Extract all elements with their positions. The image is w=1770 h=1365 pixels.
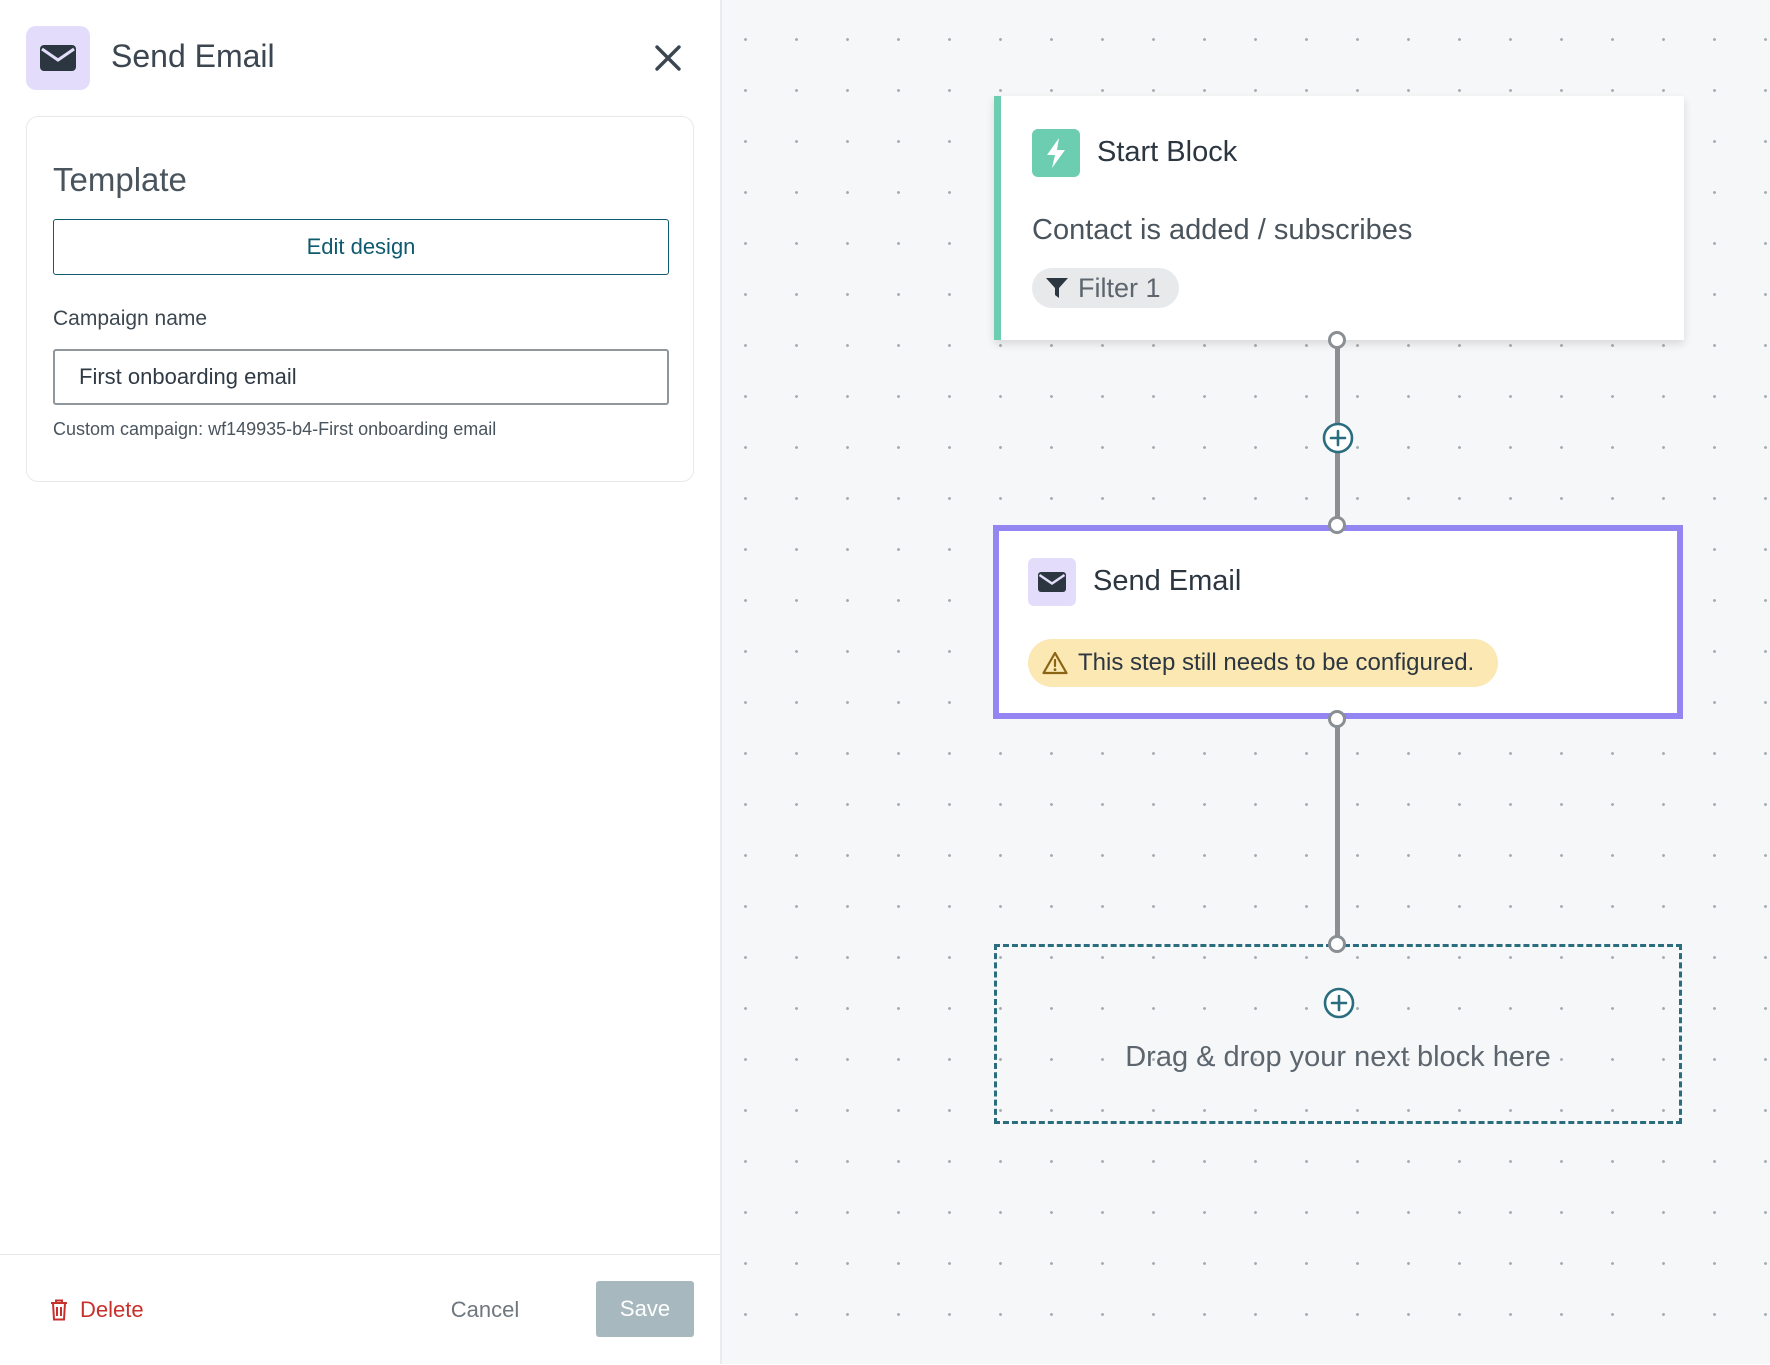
input-port[interactable] — [1328, 516, 1346, 534]
filter-icon — [1046, 278, 1068, 298]
start-block-title: Start Block — [1097, 136, 1238, 168]
trigger-description: Contact is added / subscribes — [1032, 214, 1413, 246]
template-heading: Template — [53, 161, 187, 198]
filter-label: Filter 1 — [1078, 272, 1161, 303]
output-port[interactable] — [1328, 710, 1346, 728]
send-email-block[interactable]: Send Email This step still needs to be c… — [993, 525, 1683, 719]
campaign-helper-text: Custom campaign: wf149935-b4-First onboa… — [53, 419, 497, 439]
close-button[interactable] — [642, 32, 694, 84]
warning-text: This step still needs to be configured. — [1078, 649, 1475, 676]
output-port[interactable] — [1328, 331, 1346, 349]
send-email-block-title: Send Email — [1093, 565, 1242, 597]
start-block[interactable]: Start Block Contact is added / subscribe… — [994, 96, 1684, 340]
drop-zone[interactable]: Drag & drop your next block here — [994, 944, 1682, 1124]
delete-button[interactable]: Delete — [50, 1285, 144, 1335]
template-card: Template Edit design Campaign name Custo… — [26, 116, 694, 482]
campaign-name-label: Campaign name — [53, 307, 208, 330]
cancel-button[interactable]: Cancel — [450, 1297, 520, 1322]
add-block-icon[interactable] — [1323, 987, 1355, 1019]
config-warning-badge: This step still needs to be configured. — [1028, 639, 1499, 687]
warning-icon — [1042, 651, 1068, 675]
drop-zone-text: Drag & drop your next block here — [1125, 1041, 1551, 1073]
connector-line — [1335, 719, 1340, 944]
panel-header: Send Email — [26, 26, 694, 90]
save-button[interactable]: Save — [596, 1281, 694, 1337]
close-icon[interactable] — [654, 44, 682, 72]
campaign-name-input[interactable] — [53, 349, 669, 405]
envelope-icon — [1028, 558, 1076, 606]
trash-icon — [51, 1299, 67, 1321]
envelope-icon — [26, 26, 90, 90]
delete-label: Delete — [80, 1297, 144, 1322]
lightning-icon — [1032, 129, 1080, 177]
filter-chip[interactable]: Filter 1 — [1032, 268, 1179, 308]
edit-design-button[interactable]: Edit design — [53, 219, 669, 275]
panel-footer: Delete Cancel Save — [0, 1254, 720, 1365]
panel-title: Send Email — [111, 38, 275, 74]
input-port[interactable] — [1328, 935, 1346, 953]
add-step-icon[interactable] — [1322, 422, 1354, 454]
config-panel: Send Email Template Edit design Campaign… — [0, 0, 722, 1364]
